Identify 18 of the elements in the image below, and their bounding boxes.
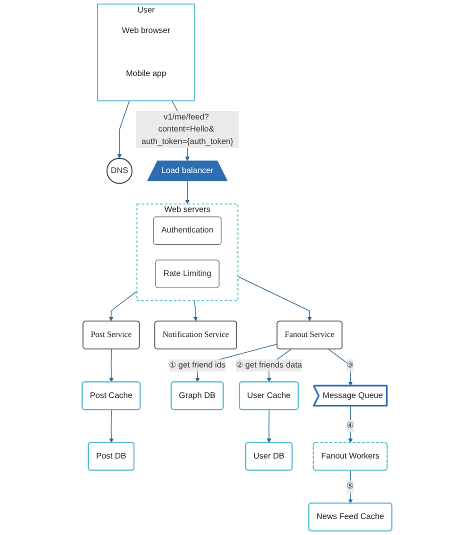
arrow: [193, 300, 198, 322]
edge-label: v1/me/feed? content=Hello& auth_token={auth_token}: [142, 112, 234, 146]
arrow: [237, 276, 312, 322]
arrow: [328, 348, 353, 386]
arrow: [108, 290, 138, 322]
arrow: [109, 409, 114, 443]
edge-label: ① get friend ids: [168, 360, 226, 370]
edge-label: ⑤: [346, 482, 354, 491]
node-text: Web browser: [122, 26, 170, 35]
node-circle: DNS: [106, 158, 133, 184]
arrow: [266, 409, 272, 443]
edge-label: ② get friends data: [236, 360, 302, 370]
edge-label: ③: [346, 360, 354, 370]
node-text: Mobile app: [126, 69, 166, 78]
arrow: [185, 180, 190, 204]
arrow: [109, 348, 114, 382]
arrow: [117, 100, 130, 159]
edge-label: ④: [346, 421, 354, 430]
